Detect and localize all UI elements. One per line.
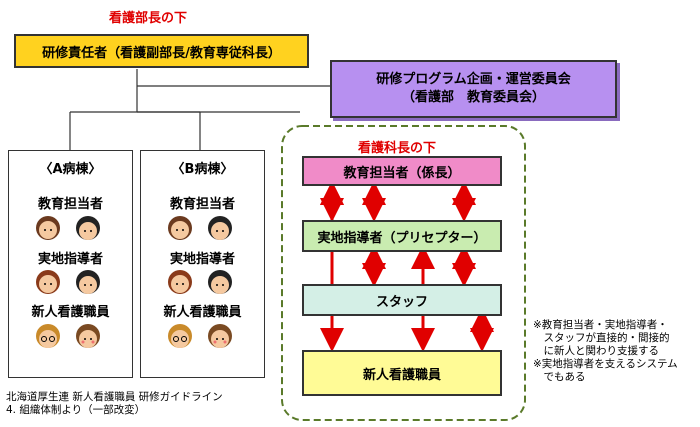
source-line2: 4. 組織体制より（一部改変） — [6, 404, 146, 416]
person-icon — [76, 324, 100, 348]
training-lead-label: 研修責任者（看護副部長/教育専従科長） — [42, 45, 281, 61]
ward-a-role-preceptor: 実地指導者 — [37, 252, 103, 267]
person-icon — [76, 216, 100, 240]
committee-box: 研修プログラム企画・運営委員会 （看護部 教育委員会） — [330, 60, 617, 118]
person-icon — [208, 270, 232, 294]
ward-b-title: 〈B病棟〉 — [171, 162, 234, 177]
person-icon — [208, 216, 232, 240]
preceptor-label: 実地指導者（プリセプター） — [317, 230, 487, 246]
notes-block: ※教育担当者・実地指導者・ スタッフが直接的・間接的 に新人と関わり支援する ※… — [533, 319, 698, 384]
note-line: でもある — [533, 371, 586, 383]
ward-b-role-preceptor: 実地指導者 — [169, 252, 235, 267]
ward-b-role-educator: 教育担当者 — [169, 197, 235, 212]
person-icon — [168, 216, 192, 240]
top-heading: 看護部長の下 — [109, 11, 188, 26]
note-line: に新人と関わり支援する — [533, 345, 659, 357]
ward-a-role-new-nurse: 新人看護職員 — [31, 305, 110, 320]
staff-box: スタッフ — [302, 284, 502, 316]
ward-a-title: 〈A病棟〉 — [39, 162, 102, 177]
person-icon — [168, 324, 192, 348]
section-dashed-frame — [281, 125, 526, 421]
staff-label: スタッフ — [375, 294, 428, 310]
committee-line2: （看護部 教育委員会） — [401, 90, 545, 105]
educator-box: 教育担当者（係長） — [302, 156, 502, 186]
note-line: ※教育担当者・実地指導者・ — [533, 319, 668, 331]
preceptor-box: 実地指導者（プリセプター） — [302, 220, 502, 252]
source-line1: 北海道厚生連 新人看護職員 研修ガイドライン — [6, 391, 223, 403]
section-heading: 看護科長の下 — [358, 141, 437, 156]
new-nurse-label: 新人看護職員 — [362, 367, 441, 383]
ward-a-role-educator: 教育担当者 — [37, 197, 103, 212]
person-icon — [208, 324, 232, 348]
person-icon — [36, 270, 60, 294]
source-citation: 北海道厚生連 新人看護職員 研修ガイドライン 4. 組織体制より（一部改変） — [6, 391, 286, 417]
educator-label: 教育担当者（係長） — [343, 165, 461, 181]
new-nurse-box: 新人看護職員 — [302, 350, 502, 396]
ward-b-role-new-nurse: 新人看護職員 — [163, 305, 242, 320]
committee-line1: 研修プログラム企画・運営委員会 — [376, 72, 571, 87]
training-lead-box: 研修責任者（看護副部長/教育専従科長） — [14, 34, 309, 68]
person-icon — [36, 324, 60, 348]
person-icon — [76, 270, 100, 294]
ward-b-panel: 〈B病棟〉 教育担当者 実地指導者 新人看護職員 — [140, 150, 265, 378]
note-line: スタッフが直接的・間接的 — [533, 332, 670, 344]
person-icon — [36, 216, 60, 240]
person-icon — [168, 270, 192, 294]
ward-a-panel: 〈A病棟〉 教育担当者 実地指導者 新人看護職員 — [8, 150, 133, 378]
note-line: ※実地指導者を支えるシステム — [533, 358, 678, 370]
